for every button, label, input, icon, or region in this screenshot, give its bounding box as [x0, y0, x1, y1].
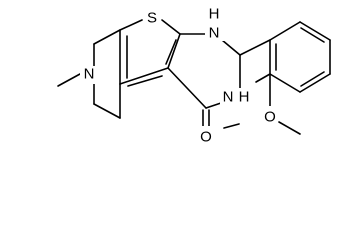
atom-h-top: H	[209, 6, 220, 23]
bond-c9a-c9b	[167, 33, 181, 69]
bond-c8-ch2	[93, 29, 121, 45]
bond-ar2-ar3	[269, 73, 301, 93]
bond-ar-inner-3	[300, 27, 325, 43]
bond-ch2-ch2	[93, 103, 121, 119]
bond-ar-inner-2	[300, 71, 325, 87]
atom-n-ring: N	[84, 66, 95, 83]
atom-n-bottom: N	[223, 89, 234, 106]
chemical-structure: S H N N N H O O	[57, 5, 331, 146]
bond-c2-aryl	[239, 39, 271, 56]
atom-n-top: N	[209, 25, 220, 42]
bond-o-methyl	[278, 121, 301, 135]
bond-c9b-c4a-double	[119, 67, 169, 85]
bond-ar2-omethoxy	[255, 73, 271, 83]
bond-n-methyl	[57, 73, 81, 87]
atom-s: S	[147, 10, 157, 27]
bond-c8a-s	[119, 19, 143, 31]
bonds	[57, 19, 331, 129]
bond-ar5-ar6	[299, 21, 331, 41]
bond-c9b-c4a-inner	[127, 75, 163, 87]
bond-ar3-ar4	[299, 73, 331, 93]
bond-c4-c9b	[167, 67, 207, 109]
atom-labels: S H N N N H O O	[80, 5, 280, 146]
atom-o-methoxy: O	[264, 109, 276, 126]
bond-s-c9a	[161, 19, 181, 35]
bond-n1-c2	[221, 39, 241, 56]
atom-o-carbonyl: O	[200, 129, 212, 146]
bond-c9a-c9a-double	[165, 39, 177, 65]
atom-h-bottom: H	[239, 89, 250, 106]
bond-omethoxy-methyl	[223, 123, 240, 129]
bond-ar6-ar1	[269, 21, 301, 41]
